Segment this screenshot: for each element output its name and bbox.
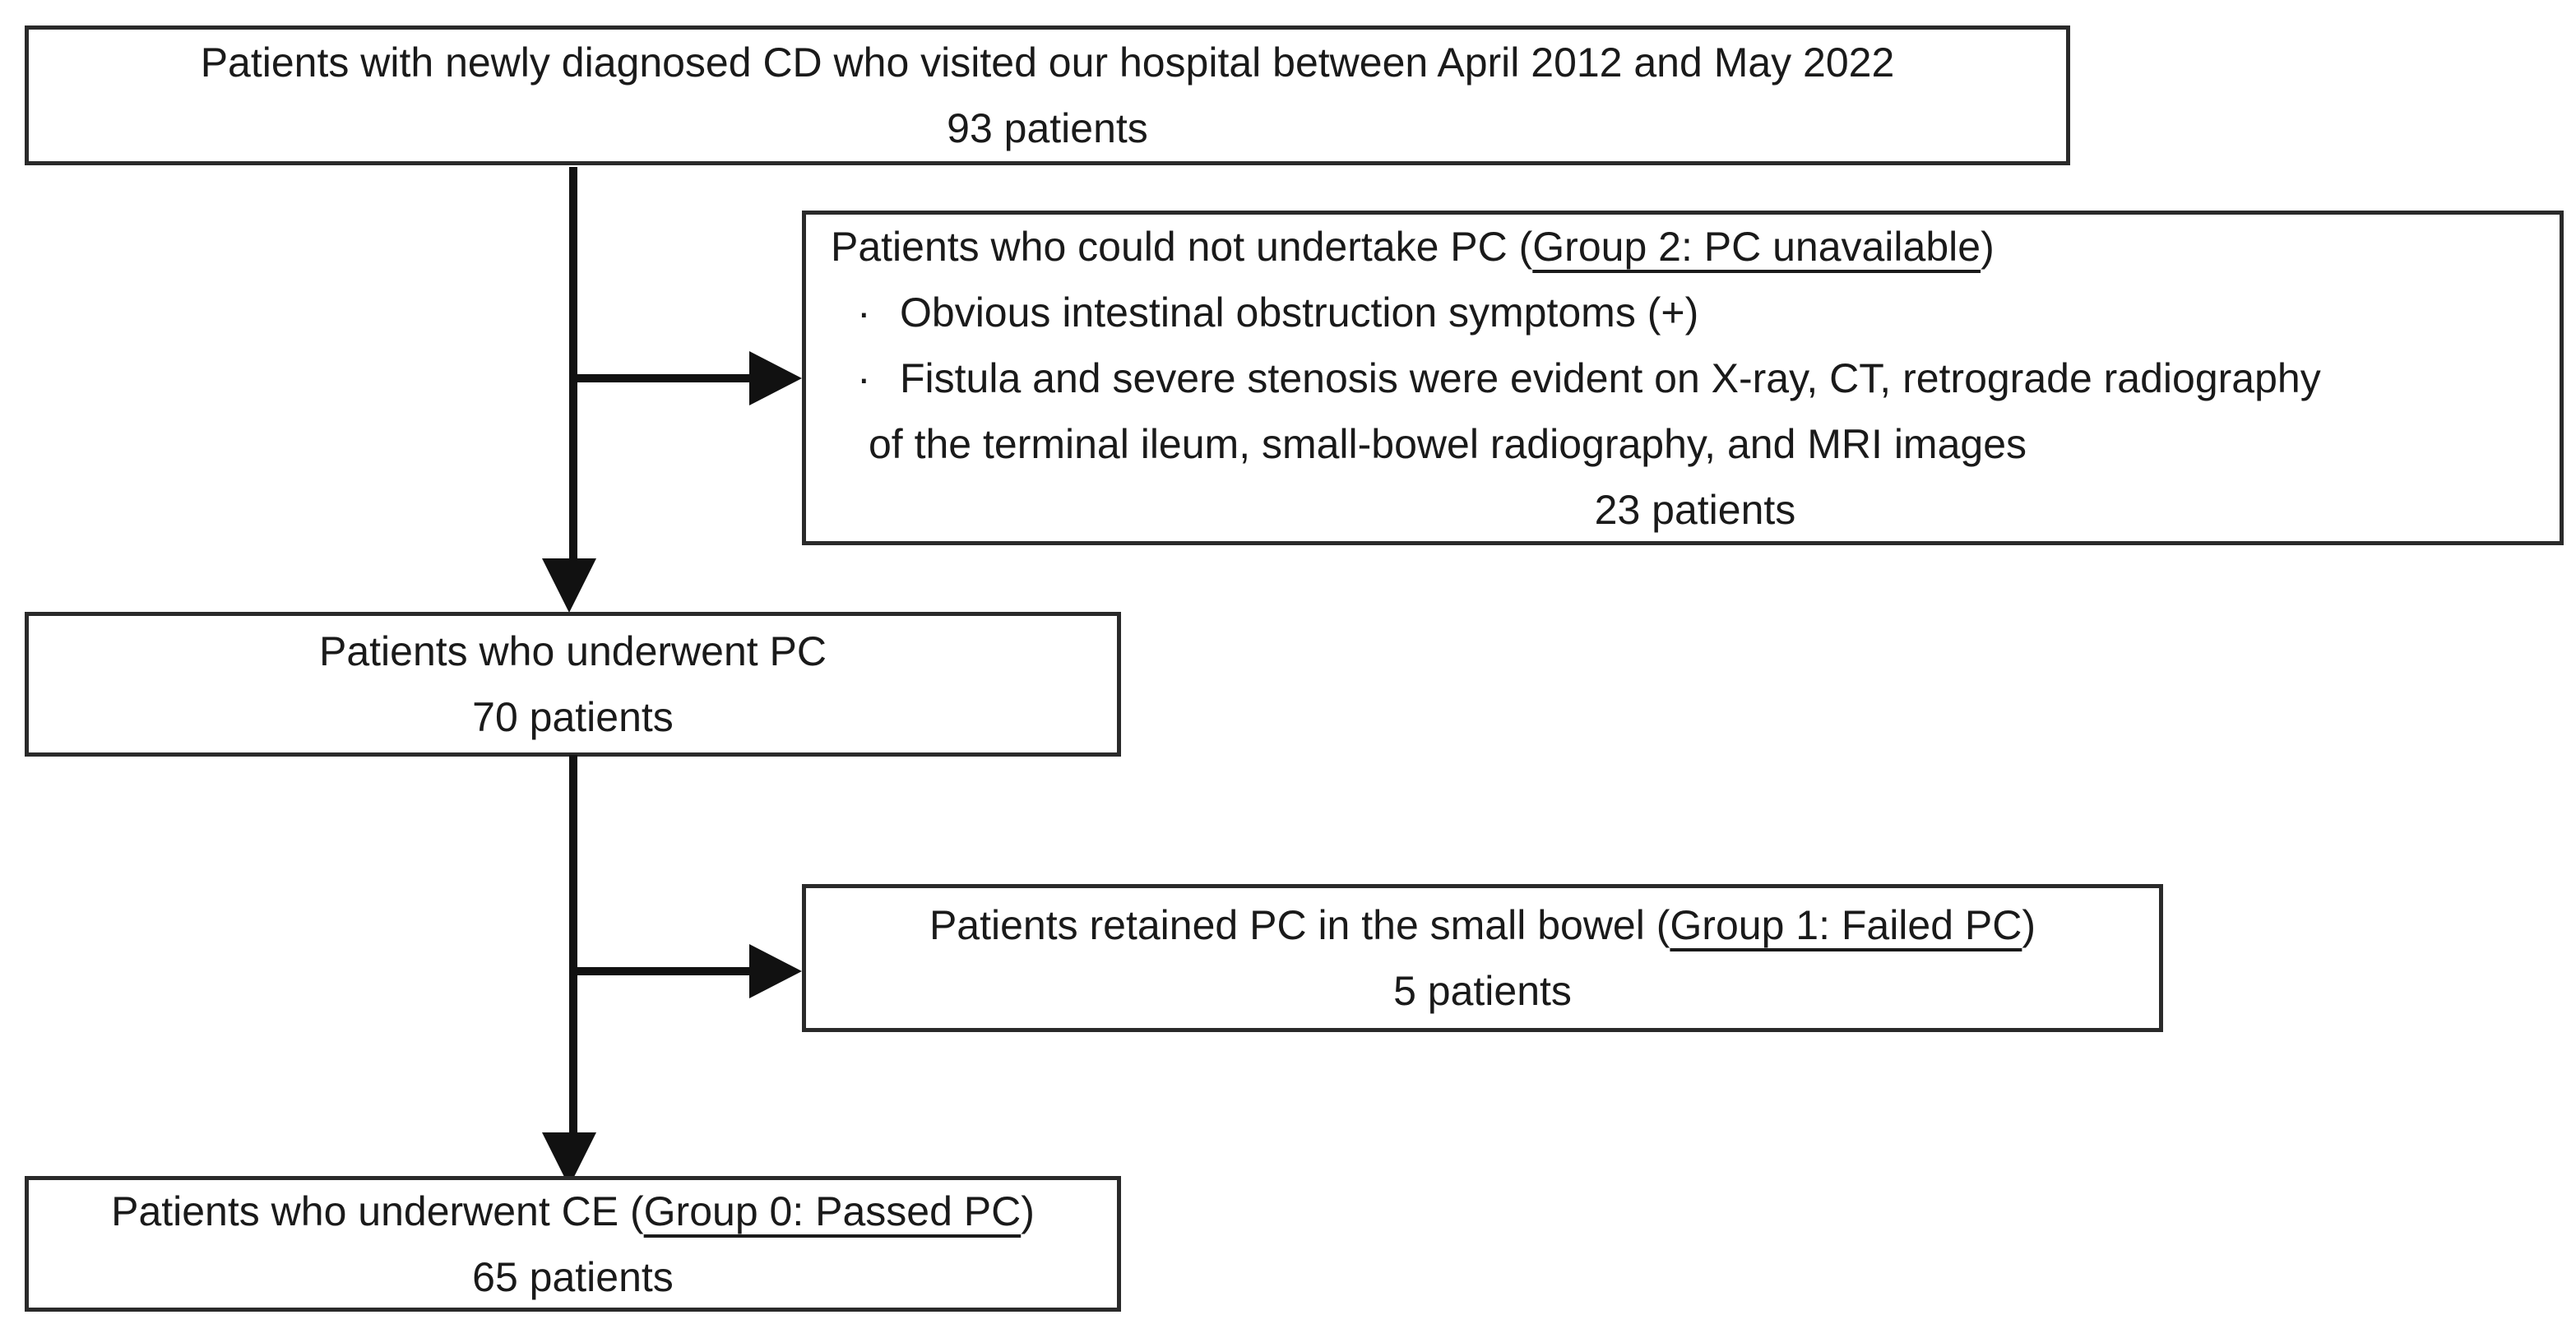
patient-count: 93 patients <box>947 105 1148 151</box>
group1-label-underlined: Group 1: Failed PC <box>1670 902 2022 948</box>
bullet-item-2-continuation: of the terminal ileum, small-bowel radio… <box>869 420 2027 467</box>
box-title: Patients who underwent PC <box>318 628 827 674</box>
group0-label-underlined: Group 0: Passed PC <box>643 1188 1022 1234</box>
bullet-icon: · <box>857 289 871 336</box>
box-title-suffix: ) <box>2022 902 2036 948</box>
bullet-icon: · <box>857 354 871 401</box>
bullet-item-1-text: Obvious intestinal obstruction symptoms … <box>900 289 1699 336</box>
patient-count: 23 patients <box>1594 486 1796 533</box>
box-title-prefix: Patients retained PC in the small bowel … <box>929 902 1670 948</box>
box-title-suffix: ) <box>1021 1188 1035 1234</box>
arrow-down-1-line <box>569 167 577 560</box>
bullet-item-2: · Fistula and severe stenosis were eviden… <box>831 345 2560 411</box>
arrow-down-1-head <box>542 558 596 613</box>
group2-label-underlined: Group 2: PC unavailable <box>1532 223 1981 270</box>
box-group2-pc-unavailable: Patients who could not undertake PC (Gro… <box>802 211 2564 545</box>
patient-count: 5 patients <box>1393 968 1572 1014</box>
box-title: Patients retained PC in the small bowel … <box>806 892 2159 958</box>
box-title: Patients with newly diagnosed CD who vis… <box>200 39 1895 86</box>
box-enrolled-patients: Patients with newly diagnosed CD who vis… <box>25 25 2070 165</box>
box-title: Patients who could not undertake PC (Gro… <box>831 214 2560 280</box>
bullet-item-2-text: Fistula and severe stenosis were evident… <box>900 354 2321 401</box>
branch-arrow-1-head <box>749 351 802 405</box>
box-underwent-pc: Patients who underwent PC 70 patients <box>25 612 1121 757</box>
branch-arrow-2-line <box>573 967 753 975</box>
box-title: Patients who underwent CE (Group 0: Pass… <box>29 1178 1117 1244</box>
box-title-prefix: Patients who could not undertake PC ( <box>831 223 1533 270</box>
branch-arrow-2-head <box>749 944 802 998</box>
box-group1-failed-pc: Patients retained PC in the small bowel … <box>802 884 2163 1032</box>
arrow-down-2-line <box>569 755 577 1133</box>
box-title-suffix: ) <box>1981 223 1995 270</box>
patient-count: 70 patients <box>472 694 674 740</box>
box-title-prefix: Patients who underwent CE ( <box>111 1188 644 1234</box>
branch-arrow-1-line <box>573 374 753 382</box>
box-group0-passed-pc: Patients who underwent CE (Group 0: Pass… <box>25 1176 1121 1312</box>
patient-count: 65 patients <box>472 1253 674 1300</box>
bullet-item-1: · Obvious intestinal obstruction symptoms… <box>831 280 2560 345</box>
